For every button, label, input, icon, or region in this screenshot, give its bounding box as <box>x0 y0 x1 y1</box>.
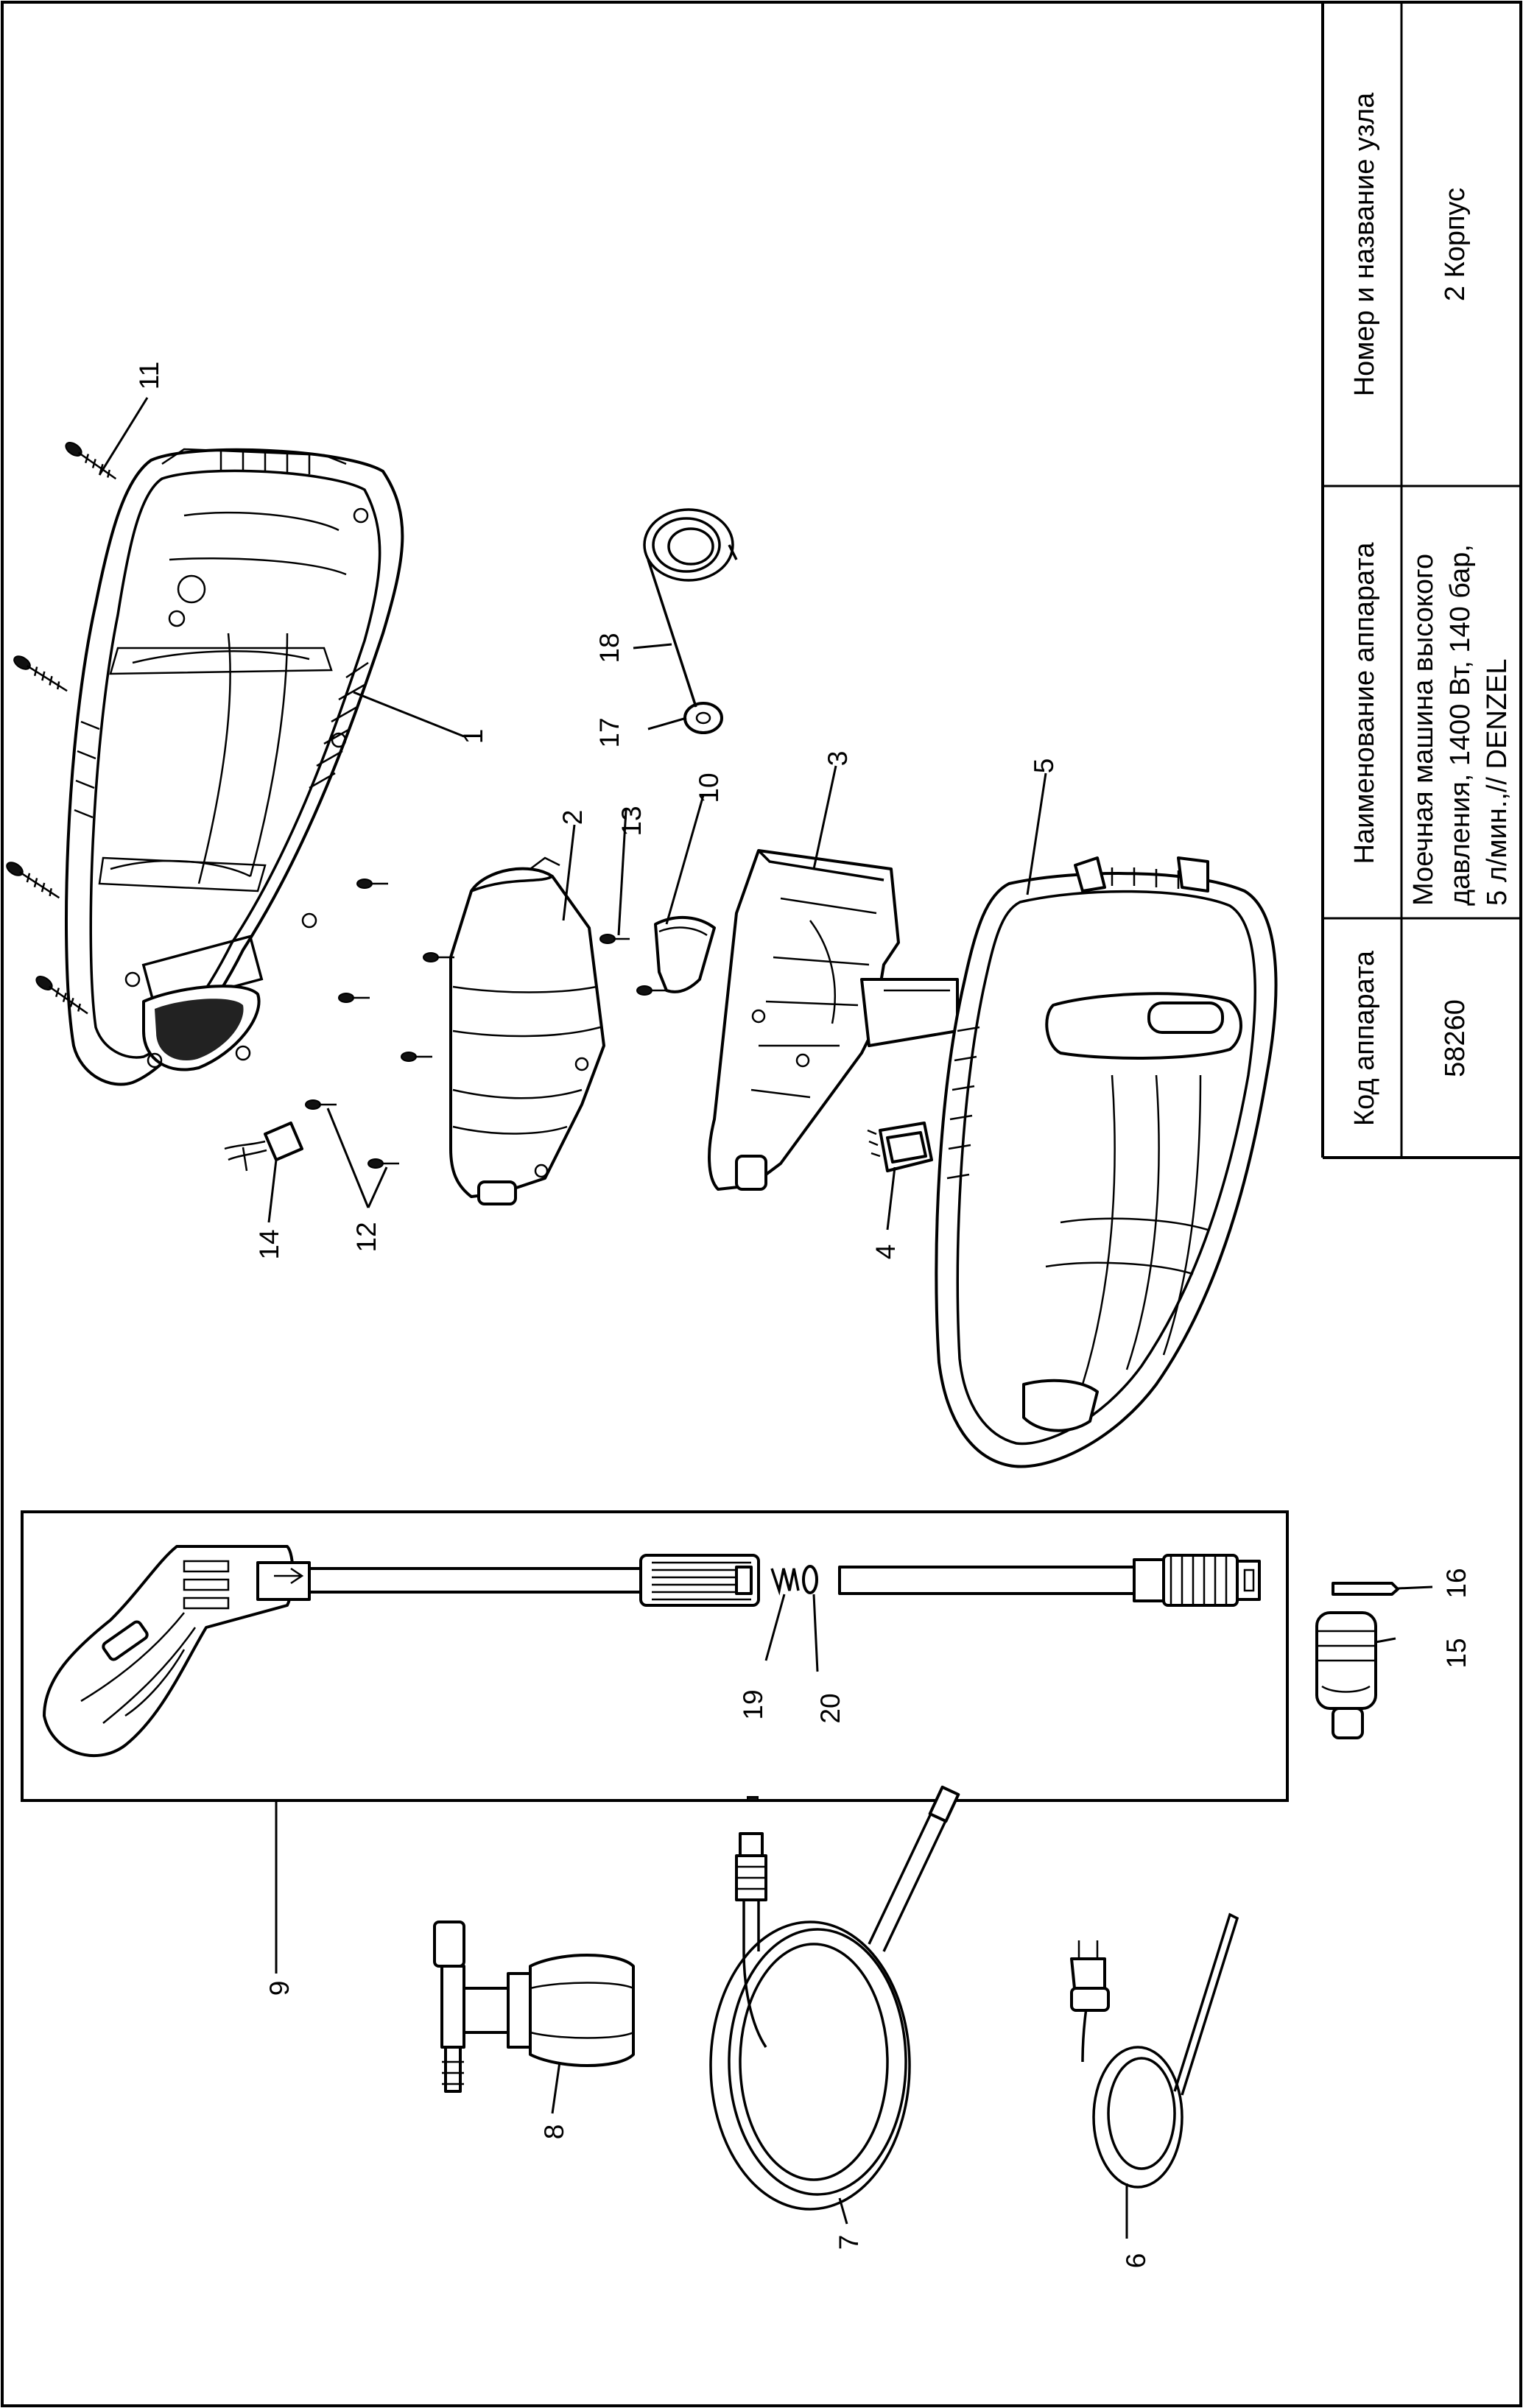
part-14-connector <box>224 1122 303 1172</box>
callout-10: 10 <box>694 772 724 803</box>
part-4-switch <box>867 1122 933 1172</box>
part-16-pin <box>1332 1582 1399 1596</box>
callout-14: 14 <box>254 1229 284 1259</box>
callout-8: 8 <box>539 2124 569 2140</box>
callout-labels: 1 2 3 4 5 6 7 8 9 10 11 12 13 14 15 16 1… <box>134 362 1471 2269</box>
name-value-line3: 5 л/мин.,// DENZEL <box>1482 659 1513 906</box>
callout-5: 5 <box>1029 758 1059 774</box>
part-1-rear-housing <box>65 448 404 1086</box>
callout-3: 3 <box>823 751 853 767</box>
callout-20: 20 <box>815 1693 845 1723</box>
unit-header: Номер и название узла <box>1349 92 1380 396</box>
code-value: 58260 <box>1440 999 1471 1077</box>
code-header: Код аппарата <box>1349 950 1380 1126</box>
part-9-gun-assembly <box>21 1510 1289 1802</box>
part-2-motor-cover <box>449 856 605 1205</box>
callout-18: 18 <box>594 633 625 663</box>
part-7-hose <box>709 1785 960 2211</box>
part-15-coupling <box>1315 1611 1377 1739</box>
part-11-screws <box>6 442 117 1015</box>
callout-9: 9 <box>264 1981 295 1996</box>
callout-16: 16 <box>1441 1568 1471 1598</box>
callout-12: 12 <box>351 1222 381 1252</box>
callout-19: 19 <box>738 1689 768 1719</box>
part-10-clip <box>654 915 716 993</box>
part-5-front-housing <box>935 856 1278 1468</box>
name-header: Наименование аппарата <box>1349 542 1380 865</box>
callout-6: 6 <box>1121 2253 1151 2269</box>
leader-lines <box>98 397 1433 2239</box>
name-value-line1: Моечная машина высокого <box>1408 554 1439 906</box>
part-6-power-cord <box>1070 1912 1239 2189</box>
part-8-detergent-bottle <box>433 1921 635 2093</box>
callout-15: 15 <box>1441 1638 1471 1668</box>
callout-7: 7 <box>834 2235 864 2250</box>
callout-2: 2 <box>558 810 588 825</box>
title-block: Код аппарата 58260 Наименование аппарата… <box>1321 2 1521 1159</box>
part-17-washer <box>683 702 723 734</box>
misc-screws <box>305 879 666 1169</box>
callout-13: 13 <box>616 806 647 836</box>
callout-11: 11 <box>134 362 164 390</box>
unit-value: 2 Корпус <box>1440 188 1471 301</box>
callout-1: 1 <box>458 729 488 744</box>
callout-17: 17 <box>594 717 625 747</box>
part-18-coil <box>643 508 738 708</box>
callout-4: 4 <box>870 1245 901 1260</box>
name-value-line2: давления, 1400 Вт, 140 бар, <box>1445 544 1476 906</box>
part-3-inner-housing <box>708 849 959 1191</box>
